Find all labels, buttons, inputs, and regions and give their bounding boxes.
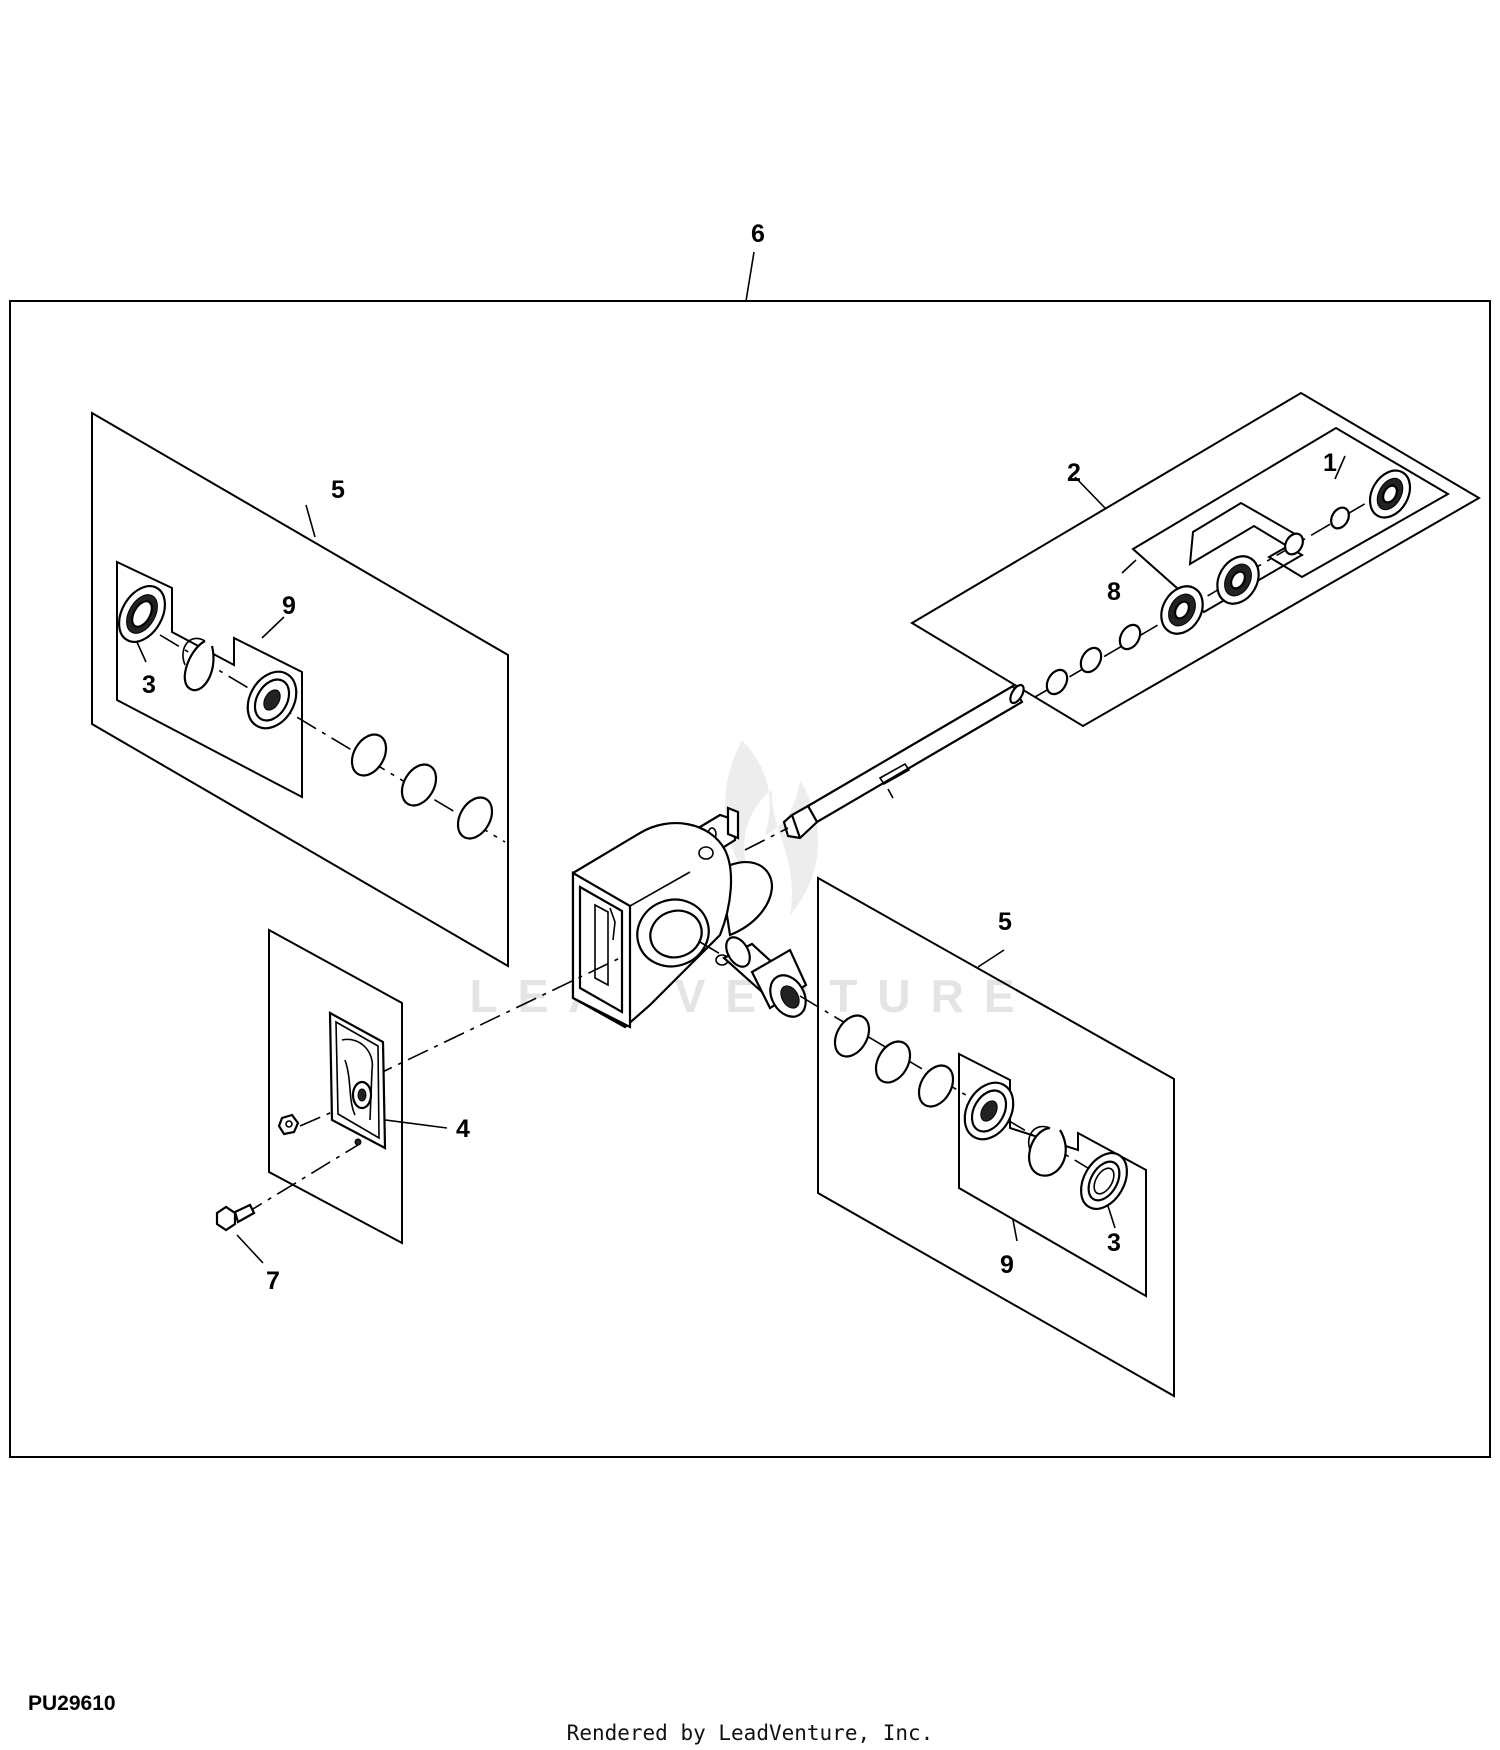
drive-shaft-part xyxy=(782,683,1025,840)
bearing-outer-part xyxy=(1216,555,1260,605)
snap-ring-lower-right-part xyxy=(1028,1126,1067,1177)
callout-8: 8 xyxy=(1107,578,1121,606)
shim-upper-left-1-part xyxy=(350,733,388,777)
shim-lower-right-2-part xyxy=(874,1040,912,1084)
shim-upper-left-2-part xyxy=(400,763,438,807)
figure-id: PU29610 xyxy=(28,1692,116,1715)
callout-5-lower-right: 5 xyxy=(998,908,1012,936)
callout-7: 7 xyxy=(266,1267,280,1295)
callout-9-lower-right: 9 xyxy=(1000,1251,1014,1279)
watermark: LEADVENTURE xyxy=(469,740,1034,1022)
callout-1: 1 xyxy=(1323,449,1337,477)
callout-9-upper-left: 9 xyxy=(282,592,296,620)
callout-3-lower-right: 3 xyxy=(1107,1229,1121,1257)
seal-upper-left-part xyxy=(117,585,167,643)
callout-5-upper-left: 5 xyxy=(331,476,345,504)
gearbox-housing-part xyxy=(571,806,774,1029)
snap-ring-upper-left-part xyxy=(183,640,215,692)
kit-panel-upper-right xyxy=(910,391,1481,728)
render-credit: Rendered by LeadVenture, Inc. xyxy=(567,1721,934,1745)
kit-panel-upper-left xyxy=(91,411,509,968)
bearing-upper-left-part xyxy=(246,670,298,730)
kit-panel-cover xyxy=(242,928,621,1245)
seal-lower-right-part xyxy=(1079,1152,1129,1210)
callout-labels: 6 5 9 3 2 1 8 5 4 7 3 9 xyxy=(142,220,1337,1295)
bearing-lower-right-part xyxy=(963,1081,1015,1141)
kit-panel-lower-right xyxy=(799,876,1175,1398)
shim-lower-right-1-part xyxy=(833,1014,871,1058)
bearing-inner-part xyxy=(1160,585,1204,635)
callout-4: 4 xyxy=(456,1115,470,1143)
stub-shaft-part xyxy=(722,936,808,1018)
cover-plate-part xyxy=(328,1011,387,1150)
nut-part xyxy=(277,1113,300,1136)
callout-6: 6 xyxy=(751,220,765,248)
leader-6 xyxy=(745,251,755,302)
seal-part-1 xyxy=(1368,469,1412,519)
bolt-part xyxy=(215,1203,256,1232)
watermark-flame-icon xyxy=(724,740,819,915)
shim-upper-left-3-part xyxy=(456,796,494,840)
callout-3-upper-left: 3 xyxy=(142,671,156,699)
callout-2: 2 xyxy=(1067,459,1081,487)
shim-lower-right-3-part xyxy=(917,1064,955,1108)
assembly-frame xyxy=(9,300,1491,1458)
watermark-text: LEADVENTURE xyxy=(469,970,1034,1022)
